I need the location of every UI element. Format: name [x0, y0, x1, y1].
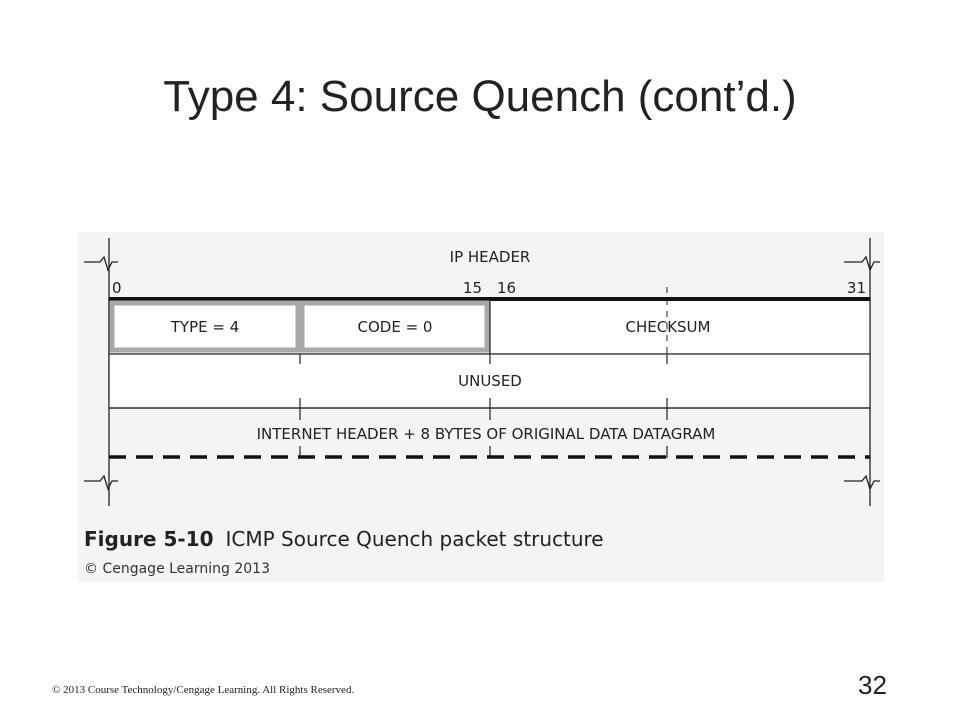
ip-header-label: IP HEADER: [450, 248, 531, 266]
figure-caption: Figure 5-10 ICMP Source Quench packet str…: [84, 527, 604, 551]
unused-field-label: UNUSED: [458, 372, 522, 390]
bit-label-0: 0: [112, 279, 122, 297]
bit-label-16: 16: [497, 279, 516, 297]
figure-credit: © Cengage Learning 2013: [84, 561, 270, 577]
code-field-label: CODE = 0: [358, 318, 433, 336]
bit-label-15: 15: [463, 279, 482, 297]
page-number: 32: [858, 670, 887, 700]
slide-title: Type 4: Source Quench (cont’d.): [163, 72, 797, 121]
code-field: [299, 300, 490, 353]
footer-copyright: © 2013 Course Technology/Cengage Learnin…: [52, 684, 355, 696]
checksum-field-label: CHECKSUM: [626, 318, 711, 336]
figure-caption-text: ICMP Source Quench packet structure: [225, 527, 604, 551]
bit-label-31: 31: [847, 279, 866, 297]
type-field-label: TYPE = 4: [170, 318, 240, 336]
data-field-label: INTERNET HEADER + 8 BYTES OF ORIGINAL DA…: [257, 425, 716, 443]
type-field: [109, 300, 301, 353]
figure-number: Figure 5-10: [84, 527, 214, 551]
